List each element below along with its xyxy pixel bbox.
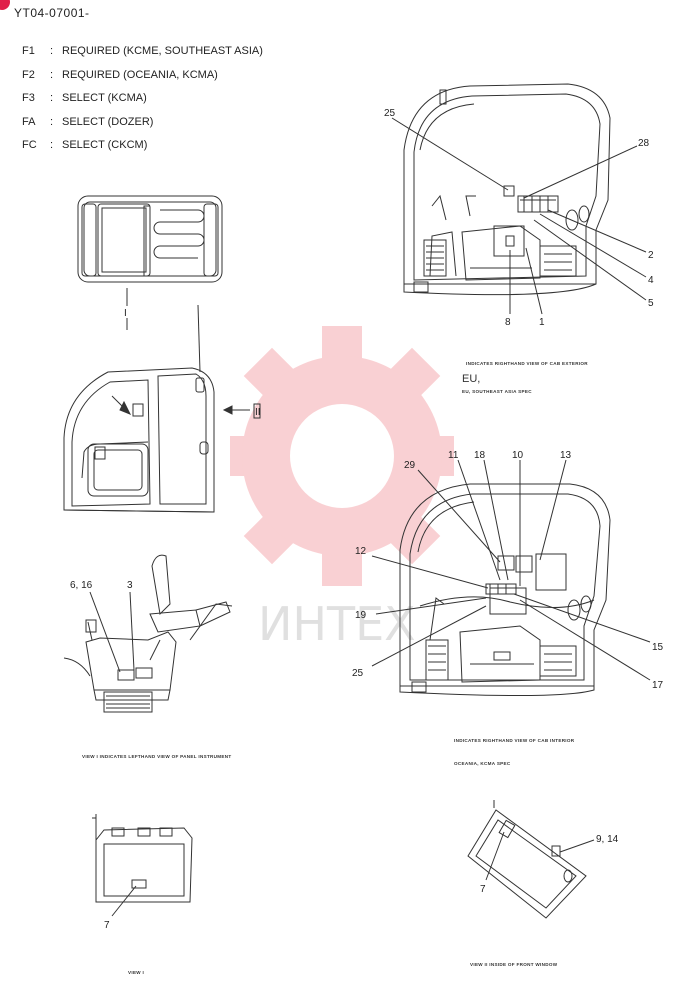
- callout-28: 28: [638, 138, 650, 149]
- caption-view-i: VIEW I INDICATES LEFTHAND VIEW OF PANEL …: [82, 754, 232, 759]
- callout-10: 10: [512, 450, 524, 461]
- legend-row-fc: FC : SELECT (CKCM): [22, 134, 263, 158]
- callout-12: 12: [355, 546, 367, 557]
- caption-cab-exterior: INDICATES RIGHTHAND VIEW OF CAB EXTERIOR: [466, 361, 588, 366]
- seat-console-view: [63, 554, 233, 713]
- callout-5: 5: [648, 298, 654, 309]
- spec-label-eu: EU,: [462, 373, 480, 385]
- seat-console-callouts: 6, 16 3: [70, 580, 135, 673]
- caption-view-ii: VIEW II INSIDE OF FRONT WINDOW: [470, 962, 558, 967]
- view-arrow-side-label: II: [255, 407, 261, 418]
- legend-separator: :: [50, 45, 54, 57]
- front-window-callouts: 9, 14 7: [480, 831, 619, 895]
- callout-29: 29: [404, 460, 416, 471]
- legend-text: SELECT (KCMA): [62, 92, 147, 104]
- legend-text: SELECT (DOZER): [62, 115, 154, 128]
- callout-9-14: 9, 14: [596, 834, 619, 845]
- view-arrow-top: I: [124, 288, 128, 330]
- cab-interior-view: [399, 483, 611, 697]
- legend-separator: :: [50, 139, 54, 151]
- callout-13: 13: [560, 450, 572, 461]
- cab-exterior-view: [403, 83, 611, 296]
- callout-2: 2: [648, 250, 654, 261]
- legend-row-f3: F3 : SELECT (KCMA): [22, 87, 263, 111]
- legend-code: F3: [22, 92, 35, 104]
- legend-code: F1: [22, 45, 35, 57]
- caption-cab-interior: INDICATES RIGHTHAND VIEW OF CAB INTERIOR: [454, 738, 575, 743]
- cab-side-view: [63, 367, 215, 513]
- legend-row-f2: F2 : REQUIRED (OCEANIA, KCMA): [22, 64, 263, 88]
- callout-25b: 25: [352, 668, 364, 679]
- callout-15: 15: [652, 642, 664, 653]
- cab-exterior-callouts: 25 28 2 4 5 8 1: [384, 108, 654, 328]
- callout-4: 4: [648, 275, 654, 286]
- callout-19: 19: [355, 610, 367, 621]
- cab-interior-callouts: 29 11 18 10 13 12 19 15 25 17: [352, 450, 664, 691]
- legend-separator: :: [50, 92, 54, 104]
- legend-row-fa: FA : SELECT (DOZER): [22, 111, 263, 135]
- watermark-gear: [230, 326, 454, 586]
- window-view: [92, 814, 193, 903]
- view-arrow-side: II: [222, 403, 261, 419]
- caption-eu-spec: EU, SOUTHEAST ASIA SPEC: [462, 389, 532, 394]
- corner-mark: [0, 0, 10, 10]
- callout-1: 1: [539, 317, 545, 328]
- callout-25: 25: [384, 108, 396, 119]
- watermark-gear-cut: [300, 440, 352, 500]
- callout-8: 8: [505, 317, 511, 328]
- watermark-text: ИНТЕХ: [258, 597, 416, 651]
- callout-7: 7: [104, 920, 110, 931]
- callout-17: 17: [652, 680, 664, 691]
- legend-separator: :: [50, 115, 54, 128]
- legend-code: FC: [22, 139, 37, 151]
- cab-roof-view: [77, 195, 223, 283]
- legend-text: REQUIRED (KCME, SOUTHEAST ASIA): [62, 45, 263, 57]
- window-view-callouts: 7: [104, 885, 137, 931]
- view-arrow-top-label: I: [124, 308, 127, 319]
- legend: F1 : REQUIRED (KCME, SOUTHEAST ASIA) F2 …: [22, 40, 263, 158]
- callout-18: 18: [474, 450, 486, 461]
- front-window-view: [467, 800, 587, 919]
- watermark-gear-hole: [290, 404, 394, 508]
- callout-6-16: 6, 16: [70, 580, 93, 591]
- callout-11: 11: [448, 450, 459, 461]
- legend-separator: :: [50, 68, 54, 81]
- legend-row-f1: F1 : REQUIRED (KCME, SOUTHEAST ASIA): [22, 40, 263, 64]
- legend-text: SELECT (CKCM): [62, 139, 148, 151]
- legend-text: REQUIRED (OCEANIA, KCMA): [62, 68, 218, 81]
- document-code: YT04-07001-: [14, 6, 90, 20]
- caption-oceania-spec: OCEANIA, KCMA SPEC: [454, 761, 511, 766]
- callout-7b: 7: [480, 884, 486, 895]
- callout-3: 3: [127, 580, 133, 591]
- caption-view-i-window: VIEW I: [128, 970, 144, 975]
- legend-code: FA: [22, 115, 36, 128]
- leader-roof-to-cab: [197, 304, 201, 373]
- legend-code: F2: [22, 68, 35, 81]
- watermark-gear-body: [242, 356, 442, 556]
